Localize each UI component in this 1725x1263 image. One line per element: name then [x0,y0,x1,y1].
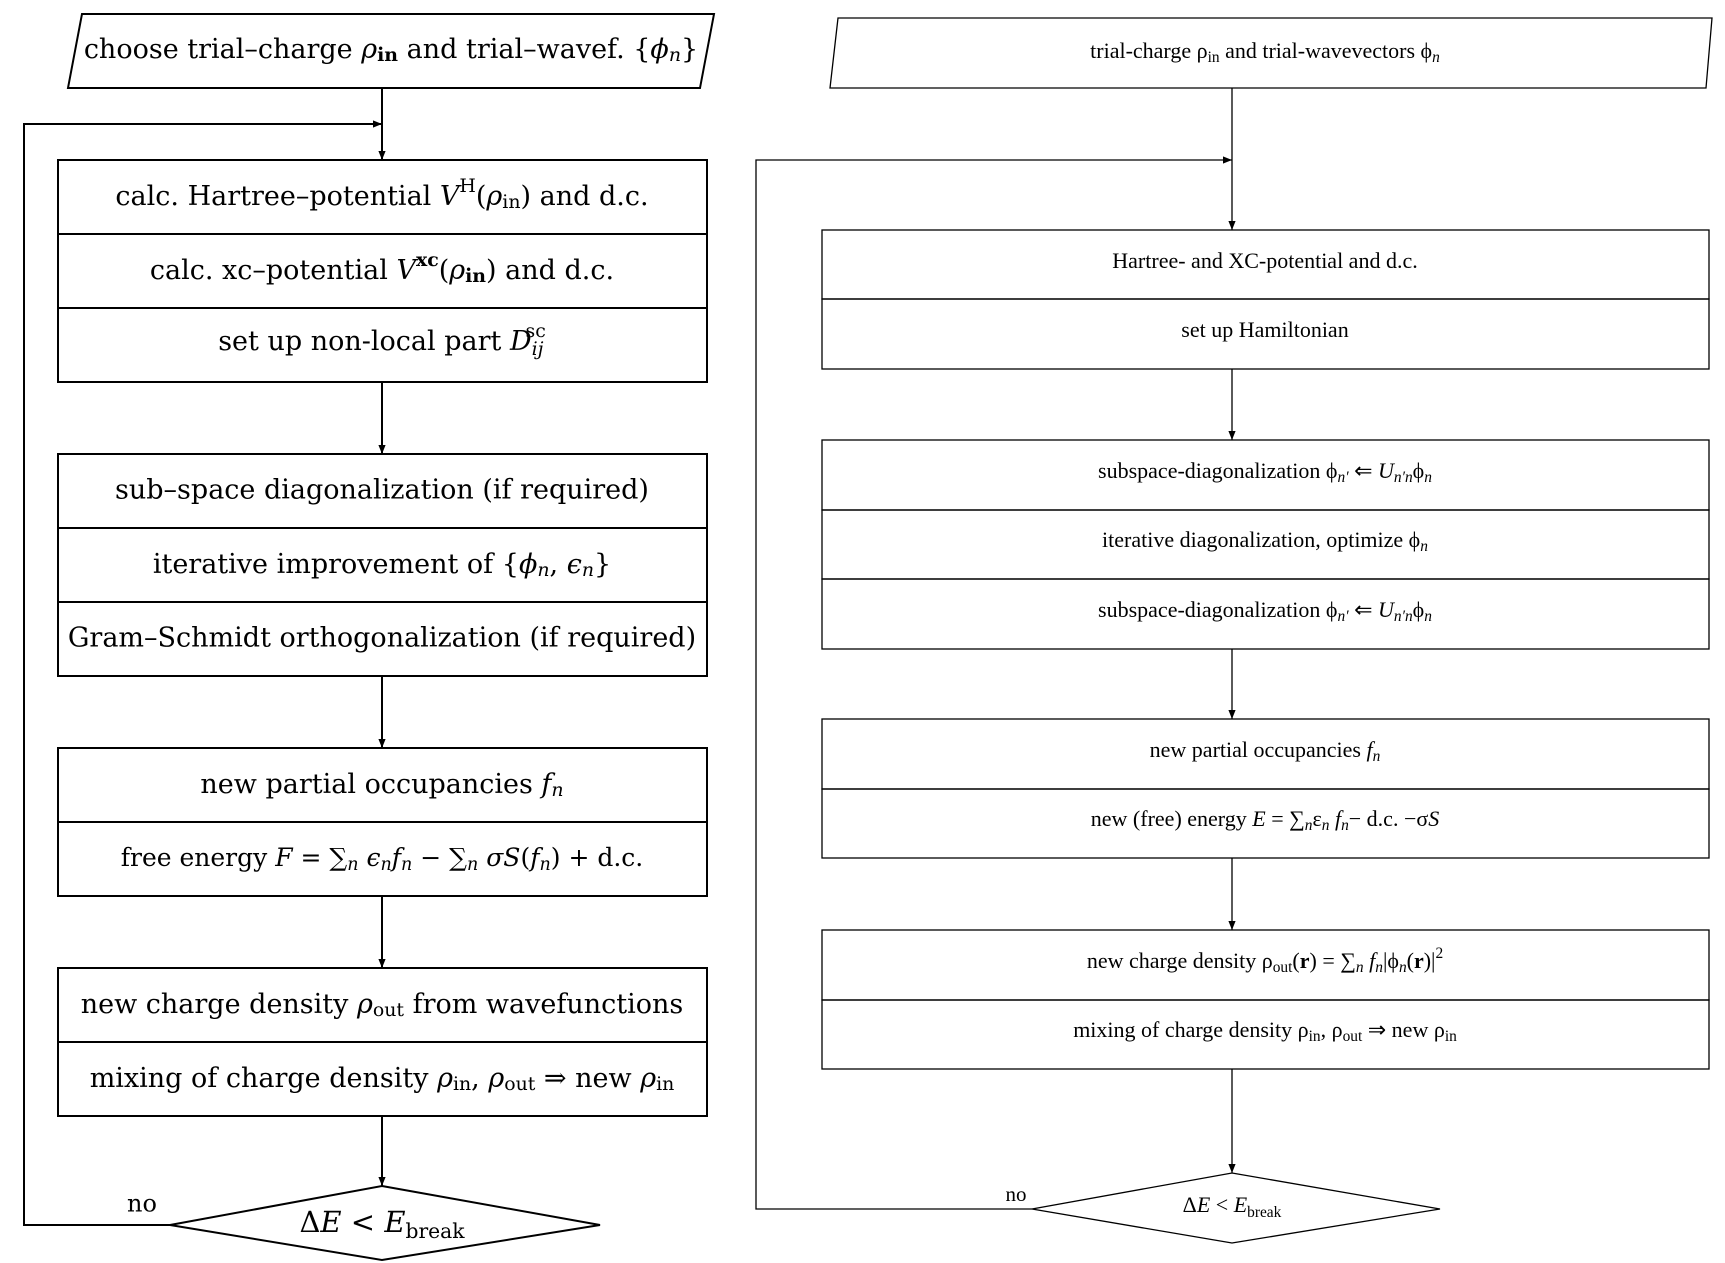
right-mixing-box [821,999,1710,1070]
right-hamiltonian-text: set up Hamiltonian [1181,317,1348,342]
left-xc-text: calc. xc–potential Vxc(ρin) and d.c. [150,249,614,287]
right-subspace2-box [821,578,1710,650]
right-flowchart [755,17,1713,1244]
right-hartree-xc-text: Hartree- and XC-potential and d.c. [1112,248,1417,273]
right-subspace1-text: subspace-diagonalization ϕn′ ⇐ Un′nϕn [1098,458,1432,485]
right-hamiltonian-box [821,298,1710,370]
left-no-label: no [127,1190,157,1218]
right-subspace2-text: subspace-diagonalization ϕn′ ⇐ Un′nϕn [1098,597,1432,624]
left-subspace-text: sub–space diagonalization (if required) [115,475,649,506]
right-start-parallelogram [829,17,1713,89]
left-start-text: choose trial–charge ρin and trial–wavef.… [84,34,698,67]
right-loop-line [755,156,1232,1210]
left-loop-line [23,120,382,1226]
left-charge-text: new charge density ρout from wavefunctio… [81,989,684,1022]
right-occupancies-text: new partial occupancies fn [1150,737,1381,764]
right-no-label: no [1006,1182,1027,1206]
right-charge-text: new charge density ρout(r) = ∑n fn|ϕn(r)… [1087,945,1443,976]
left-nonlocal-text: set up non-local part Dijsc [218,320,546,360]
right-energy-box [821,788,1710,859]
left-free-energy-text: free energy F = ∑n ϵnfn − ∑n σS(fn) + d.… [121,843,644,875]
left-gram-text: Gram–Schmidt orthogonalization (if requi… [68,623,696,654]
left-flowchart [23,13,716,1262]
right-iterative-text: iterative diagonalization, optimize ϕn [1102,527,1428,554]
left-iterative-text: iterative improvement of {ϕn, ϵn} [153,549,611,582]
left-start-parallelogram [66,13,716,89]
left-mixing-text: mixing of charge density ρin, ρout ⇒ new… [90,1063,675,1096]
left-decision-text: ΔE < Ebreak [299,1205,465,1243]
right-energy-text: new (free) energy E = ∑nεn fn− d.c. −σS [1091,806,1439,833]
right-decision-diamond [1031,1172,1441,1244]
right-mixing-text: mixing of charge density ρin, ρout ⇒ new… [1073,1017,1457,1044]
right-start-text: trial-charge ρin and trial-wavevectors ϕ… [1090,38,1440,65]
left-decision-diamond [169,1184,601,1262]
right-decision-text: ΔE < Ebreak [1183,1192,1282,1220]
left-occupancies-text: new partial occupancies fn [200,769,563,802]
left-hartree-text: calc. Hartree–potential VH(ρin) and d.c. [115,175,648,213]
